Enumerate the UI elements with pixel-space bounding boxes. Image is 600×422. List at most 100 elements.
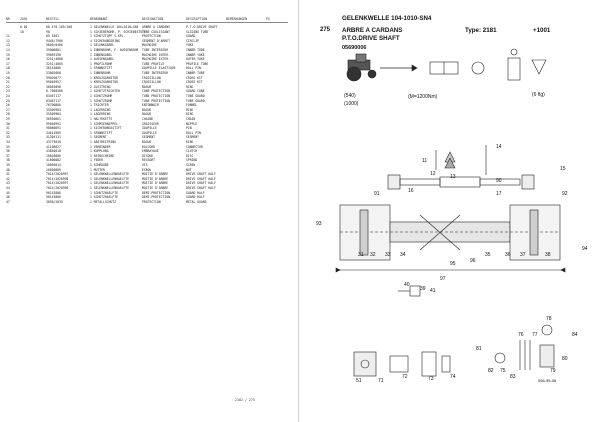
table-cell-code: 41108827 [46, 144, 61, 149]
table-cell-de: 1 SCHMIERNIPPEL [90, 121, 118, 126]
table-cell-nr: 47 [6, 199, 10, 204]
table-cell-de: 1 GELENKGABEL [90, 43, 115, 48]
callout-number: 96 [470, 258, 476, 264]
table-cell-code: 3058/2035 [46, 199, 63, 204]
title-en: P.T.O.DRIVE SHAFT [342, 35, 400, 42]
table-cell-fr: SEGMENT D'ARRET [142, 38, 170, 43]
table-cell-code: 3251/4005 [46, 61, 63, 66]
table-cell-code: 39059190 [46, 52, 61, 57]
table-cell-en: RING [186, 107, 194, 112]
table-cell-de: 1 AUSSENGABEL [90, 57, 115, 62]
table-cell-de: 1 HALTEKETTE [90, 117, 113, 121]
table-cell-en: PROFILE TUBE [186, 61, 209, 66]
table-cell-nr: 33 [6, 135, 10, 140]
table-cell-nr: 36 [6, 149, 10, 154]
table-cell-nr: 22 [6, 84, 10, 89]
page-footer: 2182 / 275 [235, 398, 255, 402]
col-page: PG [266, 17, 270, 21]
callout-number: 75 [500, 368, 506, 374]
exploded-diagram: (540) (1000) (M=1200Nm) (6 fig) 056-95-0… [316, 48, 588, 384]
table-cell-fr: SEGMENT [142, 135, 156, 140]
table-cell-fr: DEMI-PROTECTION [142, 190, 170, 195]
table-cell-fr: PROTECTION [142, 199, 161, 204]
table-cell-fr: DEMI-PROTECTION [142, 195, 170, 200]
table-cell-code: 99046957 [46, 80, 61, 85]
table-cell-code: 0.7660500 [46, 89, 63, 94]
table-cell-fr: BAGUE [142, 140, 152, 144]
table-cell-de: 1 SPANNSTIFT [90, 66, 113, 71]
table-cell-code: 05 3301 [46, 34, 60, 39]
table-cell-code: 03467117 [46, 94, 61, 98]
table-cell-de: 1 FEDER [90, 158, 104, 163]
table-cell-nr: 11 [6, 34, 10, 39]
table-cell-de: 1 SCHUTZHAELFTE [90, 195, 118, 200]
table-cell-code: 10050014 [46, 163, 61, 167]
table-cell-fr: GOUPILLE [142, 130, 157, 135]
label-teeth: (6 fig) [532, 92, 545, 98]
table-cell-fr: CROISILLON [142, 75, 161, 80]
table-cell-fr: MACHOIRE EXTER. [142, 57, 170, 62]
diagram-page: GELENKWELLE 104-1010-SN4 275 ARBRE A CAR… [300, 0, 600, 422]
table-cell-de: 1 SCHUTZTRICHTER [90, 89, 120, 94]
table-cell-fr: MOITIE D'ARBRE [142, 186, 169, 190]
table-cell-en: INNER YOKE [186, 52, 205, 57]
page-number: 275 [320, 27, 331, 33]
callout-number: 79 [550, 368, 556, 374]
table-cell-nr: 25 [6, 98, 10, 103]
callout-number: 90 [496, 178, 502, 184]
table-cell-en: RING [186, 112, 194, 117]
table-cell-en: CONNECTOR [186, 144, 203, 149]
callout-number: 34 [400, 252, 406, 258]
tractor-icon [346, 53, 377, 82]
table-cell-fr: DISQUE [142, 153, 154, 158]
table-cell-en: GUARD [186, 34, 196, 39]
col-qty: ZAHL [20, 17, 28, 21]
table-cell-fr: GOUPILLE ELASTIQUE [142, 66, 176, 71]
callout-number: 15 [560, 166, 566, 172]
table-cell-nr: 14 [6, 48, 10, 52]
table-cell-en: GUARD HALF [186, 190, 205, 195]
table-cell-nr: 44 [6, 186, 10, 190]
table-cell-nr: 15 [6, 52, 10, 57]
table-cell-code: 10028000 [46, 153, 61, 158]
table-cell-de: 1 SEGMENT [90, 135, 107, 140]
table-cell-de: 1 INNENROHR, F. AUSSENROHR [90, 48, 139, 52]
callout-number: 35 [485, 252, 491, 258]
table-cell-fr: MACHOIRE [142, 43, 157, 48]
table-cell-fr: ECROU [142, 167, 152, 172]
callout-number: 31 [358, 252, 364, 258]
table-cell-fr: BAGUE [142, 107, 152, 112]
callout-number: 11 [422, 158, 427, 164]
table-cell-de: 1 INNENGABEL [90, 52, 113, 57]
table-cell-nr: 41 [6, 172, 10, 177]
table-cell-fr: ARBRE A CARDANS [142, 25, 170, 29]
table-cell-nr: 23 [6, 89, 10, 94]
col-remark: BEMERKUNGEN [226, 17, 248, 21]
table-cell-en: CROSS KIT [186, 75, 203, 80]
table-cell-en: TUBE GUARD [186, 94, 205, 98]
table-cell-fr: CHAINE [142, 117, 154, 121]
table-cell-fr: MOITIE D'ARBRE [142, 172, 169, 177]
callout-number: 72 [402, 374, 408, 380]
table-cell-de: 1 GELENKWELLENHAELFTE [90, 172, 130, 177]
table-cell-nr: 28 [6, 112, 10, 117]
callout-number: 97 [440, 276, 446, 282]
label-speed-1000: (1000) [344, 101, 359, 107]
